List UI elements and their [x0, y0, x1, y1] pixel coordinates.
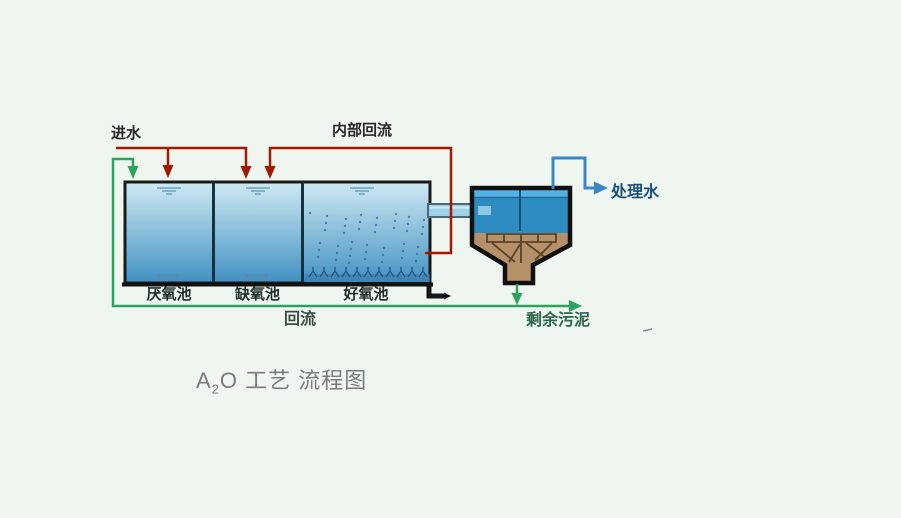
excess-sludge-arrow — [569, 300, 582, 312]
tank2-bottom-port — [246, 274, 268, 279]
sludge-scraper — [486, 233, 557, 263]
title-sub: 2 — [211, 381, 220, 397]
bioreactor-tanks-group — [122, 180, 433, 287]
title-post: O 工艺 流程图 — [219, 368, 368, 393]
tank1-bottom-port — [157, 274, 179, 279]
influent-arrow-anoxic — [240, 166, 252, 179]
clarifier-group — [469, 185, 573, 286]
excess-sludge-label: 剩余污泥 — [526, 312, 591, 329]
tank-label-anoxic: 缺氧池 — [234, 286, 280, 303]
influent-line-group — [116, 146, 252, 179]
effluent-label: 处理水 — [611, 184, 660, 201]
aeration-bubbles — [308, 211, 426, 265]
tank-label-anaerobic: 厌氧池 — [146, 286, 192, 303]
effluent-line — [551, 156, 595, 190]
influent-arrow-anaerobic — [162, 165, 174, 178]
effluent-arrow — [594, 181, 608, 195]
internal-recycle-line-group — [264, 146, 453, 255]
clarifier-underflow-arrow — [511, 293, 523, 305]
internal-recycle-arrow — [264, 166, 276, 179]
clarifier-inlet-notch — [478, 206, 491, 215]
influent-label: 进水 — [111, 125, 142, 142]
effluent-line-group — [551, 156, 608, 195]
sludge-return-arrow — [127, 166, 139, 179]
aeration-diffusers — [308, 267, 428, 278]
internal-recycle-line — [268, 146, 453, 255]
tank-basin — [123, 180, 432, 285]
clarifier-outline — [469, 185, 573, 286]
influent-line — [116, 146, 248, 167]
internal-recycle-label: 内部回流 — [332, 122, 393, 139]
aerobic-drain-pipe — [426, 284, 451, 300]
sludge-return-line — [111, 157, 570, 308]
clarifier-sludge — [474, 233, 570, 281]
drain-arrow — [444, 292, 451, 300]
return-sludge-label: 回流 — [283, 311, 316, 328]
sludge-return-line-group — [111, 157, 582, 312]
diagram-title: A2O 工艺 流程图 — [196, 363, 367, 396]
title-pre: A — [196, 368, 212, 393]
water-surface-marks — [157, 187, 374, 195]
tank-label-aerobic: 好氧池 — [343, 286, 389, 303]
aerobic-bottom-band — [304, 274, 430, 282]
stray-mark — [642, 328, 653, 332]
clarifier-inlet-pipe — [427, 203, 478, 218]
